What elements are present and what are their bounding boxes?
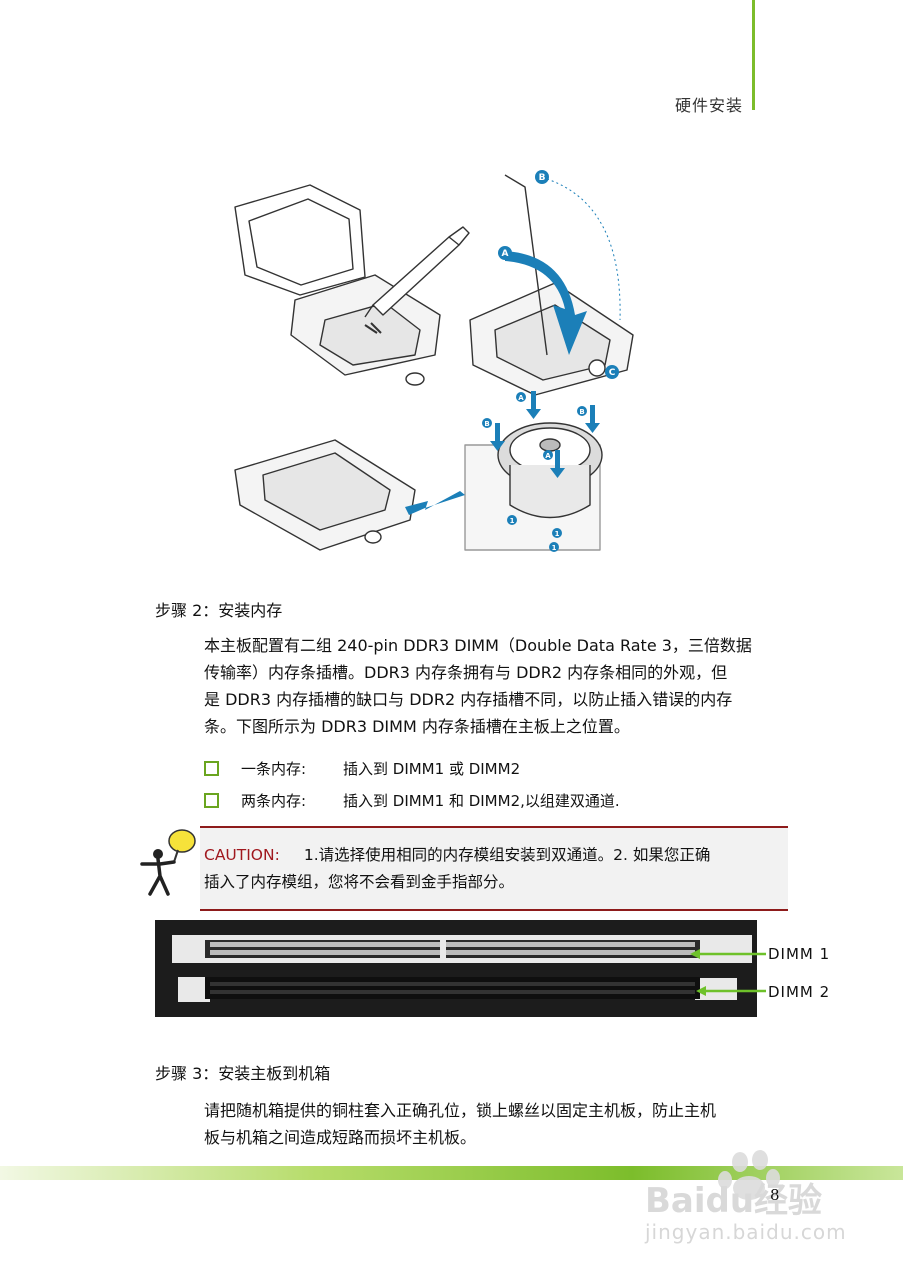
caution-text: CAUTION: 1.请选择使用相同的内存模组安装到双通道。2. 如果您正确 插入… [204, 842, 784, 896]
bullet-two-modules: 两条内存: 插入到 DIMM1 和 DIMM2,以组建双通道. [204, 790, 620, 811]
callout-a-top [498, 246, 512, 260]
callout-1-mid [552, 528, 562, 538]
callout-a-cooler-label: A [518, 394, 524, 402]
callout-1-mid-label: 1 [555, 530, 560, 538]
callout-1-left-label: 1 [510, 517, 515, 525]
step2-heading: 步骤 2：安装内存 [155, 601, 283, 620]
page-header-title: 硬件安装 [674, 96, 743, 115]
callout-c-label: C [609, 368, 616, 378]
header-accent-line [752, 0, 755, 110]
caution-mascot-icon [140, 829, 196, 896]
step2-line-3: 是 DDR3 内存插槽的缺口与 DDR2 内存插槽不同，以防止插入错误的内存 [204, 690, 733, 709]
step2-line-4: 条。下图所示为 DDR3 DIMM 内存条插槽在主板上之位置。 [204, 717, 630, 736]
caution-label: CAUTION: [204, 846, 280, 864]
step2-paragraph: 本主板配置有二组 240-pin DDR3 DIMM（Double Data R… [204, 632, 794, 740]
callout-b-cooler-left-label: B [484, 420, 489, 428]
footer-green-band [0, 1166, 903, 1180]
step2-line-1: 本主板配置有二组 240-pin DDR3 DIMM（Double Data R… [204, 636, 752, 655]
callout-a-cooler [516, 392, 526, 402]
callout-b-top-label: B [539, 173, 546, 183]
bullet-label: 两条内存: [241, 792, 307, 810]
callout-c [605, 365, 619, 379]
callout-1-bottom [549, 542, 559, 552]
caution-box: CAUTION: 1.请选择使用相同的内存模组安装到双通道。2. 如果您正确 插入… [200, 826, 788, 911]
watermark-text: Baidu经验 [645, 1181, 822, 1221]
watermark-url: jingyan.baidu.com [645, 1220, 847, 1244]
step3-line-2: 板与机箱之间造成短路而损坏主机板。 [204, 1128, 477, 1147]
callout-b-top [535, 170, 549, 184]
dimm2-label: DIMM 2 [768, 983, 831, 1001]
step3-heading: 步骤 3：安装主板到机箱 [155, 1064, 331, 1083]
cpu-install-illustration: B A C A B B A 1 1 1 [234, 170, 634, 552]
caution-line-2: 插入了内存模组，您将不会看到金手指部分。 [204, 873, 515, 891]
checkbox-bullet-icon [204, 761, 219, 776]
callout-a-cooler-center-label: A [545, 452, 551, 460]
bullet-one-module: 一条内存: 插入到 DIMM1 或 DIMM2 [204, 758, 520, 779]
callout-1-left [507, 515, 517, 525]
dimm-slots-photo [155, 920, 757, 1017]
callout-a-top-label: A [502, 249, 509, 259]
callout-b-cooler-left [482, 418, 492, 428]
step2-line-2: 传输率）内存条插槽。DDR3 内存条拥有与 DDR2 内存条相同的外观，但 [204, 663, 728, 682]
bullet-label: 一条内存: [241, 760, 307, 778]
callout-1-bottom-label: 1 [552, 544, 557, 552]
callout-a-cooler-center [543, 450, 553, 460]
step3-paragraph: 请把随机箱提供的铜柱套入正确孔位，锁上螺丝以固定主机板，防止主机 板与机箱之间造… [204, 1097, 794, 1151]
checkbox-bullet-icon [204, 793, 219, 808]
baidu-paw-watermark-icon: Baidu经验 [645, 1150, 822, 1221]
bullet-text: 插入到 DIMM1 和 DIMM2,以组建双通道. [343, 792, 620, 810]
callout-b-cooler-right-label: B [579, 408, 584, 416]
bullet-text: 插入到 DIMM1 或 DIMM2 [343, 760, 521, 778]
page-number: 8 [770, 1186, 780, 1204]
dimm-pointer-arrows [690, 949, 766, 996]
callout-b-cooler-right [577, 406, 587, 416]
dimm1-label: DIMM 1 [768, 945, 831, 963]
step3-line-1: 请把随机箱提供的铜柱套入正确孔位，锁上螺丝以固定主机板，防止主机 [204, 1101, 717, 1120]
caution-line-1: 1.请选择使用相同的内存模组安装到双通道。2. 如果您正确 [303, 846, 711, 864]
